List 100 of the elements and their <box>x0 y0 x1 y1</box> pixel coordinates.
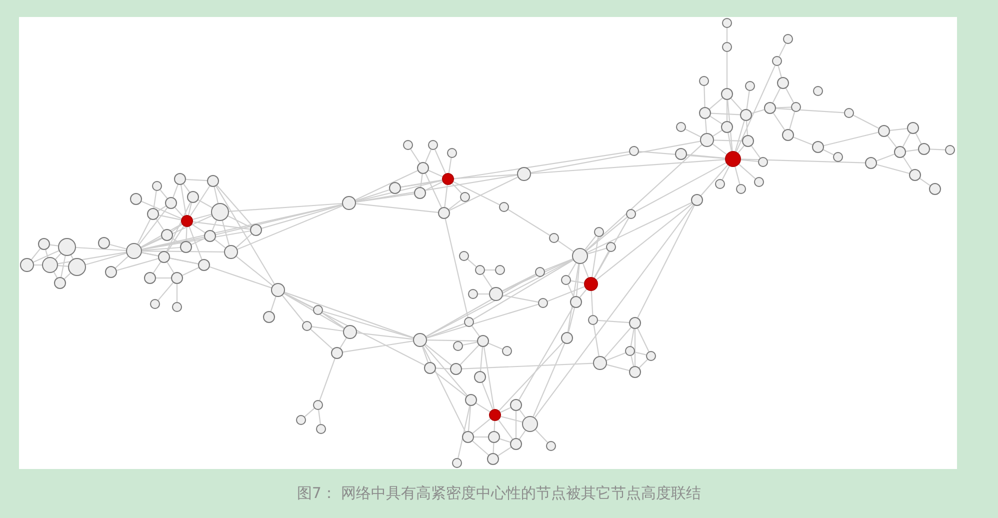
edge-line <box>535 429 548 443</box>
edge-line <box>485 269 495 271</box>
edge-line <box>476 402 490 412</box>
edge-line <box>426 259 574 338</box>
edge-line <box>322 310 414 339</box>
edge-line <box>270 296 276 312</box>
edge-line <box>570 280 584 284</box>
edge-line <box>140 224 182 248</box>
edge-line <box>558 240 574 252</box>
edge-line <box>425 181 443 191</box>
edge-line <box>458 406 470 458</box>
edge-line <box>482 382 494 410</box>
edge-line <box>448 200 462 210</box>
edge-line <box>214 186 219 204</box>
edge-line <box>853 114 879 129</box>
edge-line <box>530 140 700 174</box>
edge-line <box>282 295 304 322</box>
edge-line <box>734 120 745 152</box>
edge-line <box>322 312 345 328</box>
edge-line <box>567 264 580 332</box>
edge-line <box>498 446 512 456</box>
edge-line <box>137 219 151 244</box>
edge-line <box>342 340 414 353</box>
edge-line <box>714 140 742 142</box>
edge-line <box>722 166 730 180</box>
edge-line <box>141 215 212 248</box>
edge-line <box>453 181 500 206</box>
edge-line <box>915 133 922 144</box>
edge-line <box>588 248 606 254</box>
edge-line <box>593 324 600 356</box>
edge-line <box>153 190 157 208</box>
edge-line <box>212 220 217 231</box>
edge-line <box>58 252 126 264</box>
edge-line <box>160 190 168 199</box>
edge-line <box>434 371 467 397</box>
edge-line <box>191 238 205 245</box>
edge-line <box>515 411 517 438</box>
edge-line <box>478 293 489 295</box>
edge-line <box>740 159 758 162</box>
edge-line <box>158 214 182 220</box>
edge-line <box>454 174 518 180</box>
edge-line <box>434 149 446 174</box>
edge-line <box>637 205 695 318</box>
edge-line <box>887 135 897 148</box>
edge-line <box>462 342 478 346</box>
edge-line <box>606 364 630 372</box>
edge-line <box>172 238 182 244</box>
edge-line <box>30 248 41 260</box>
edge-line <box>586 144 702 251</box>
edge-line <box>422 346 466 432</box>
edge-line <box>190 186 210 216</box>
edge-line <box>902 156 912 170</box>
edge-line <box>319 358 336 400</box>
edge-line <box>576 264 580 296</box>
edge-line <box>634 329 636 366</box>
edge-line <box>424 344 468 396</box>
edge-line <box>182 267 199 276</box>
edge-line <box>704 86 706 108</box>
edge-line <box>444 184 448 208</box>
edge-line <box>594 251 610 278</box>
edge-line <box>216 185 252 226</box>
edge-line <box>906 149 918 152</box>
edge-line <box>518 430 526 440</box>
edge-line <box>192 214 212 220</box>
edge-line <box>772 112 786 130</box>
edge-line <box>776 108 844 114</box>
edge-line <box>460 344 480 366</box>
edge-line <box>53 272 58 278</box>
edge-line <box>734 166 740 184</box>
edge-line <box>236 234 252 248</box>
edge-line <box>793 136 813 146</box>
edge-line <box>183 184 190 192</box>
edge-line <box>532 343 566 417</box>
edge-line <box>428 170 443 178</box>
edge-line <box>426 304 538 339</box>
edge-line <box>482 274 493 288</box>
edge-line <box>635 162 726 212</box>
edge-line <box>502 294 538 303</box>
edge-line <box>704 118 708 134</box>
edge-line <box>356 189 390 202</box>
edge-line <box>726 52 728 88</box>
edge-line <box>728 132 732 152</box>
edge-line <box>472 418 491 434</box>
edge-line <box>192 224 206 234</box>
edge-line <box>738 164 756 180</box>
edge-line <box>142 250 224 252</box>
edge-line <box>356 174 518 202</box>
edge-line <box>519 409 526 418</box>
edge-line <box>740 158 866 164</box>
edge-line <box>474 436 488 438</box>
edge-line <box>64 272 71 280</box>
figure-caption: 图7： 网络中具有高紧密度中心性的节点被其它节点高度联结 <box>296 484 702 502</box>
edge-line <box>637 328 650 352</box>
edge-line <box>318 410 321 424</box>
edge-line <box>568 308 576 332</box>
edge-line <box>45 250 48 258</box>
edge-line <box>598 320 630 324</box>
edge-line <box>778 43 786 57</box>
edge-line <box>494 420 496 432</box>
edge-line <box>488 342 503 350</box>
